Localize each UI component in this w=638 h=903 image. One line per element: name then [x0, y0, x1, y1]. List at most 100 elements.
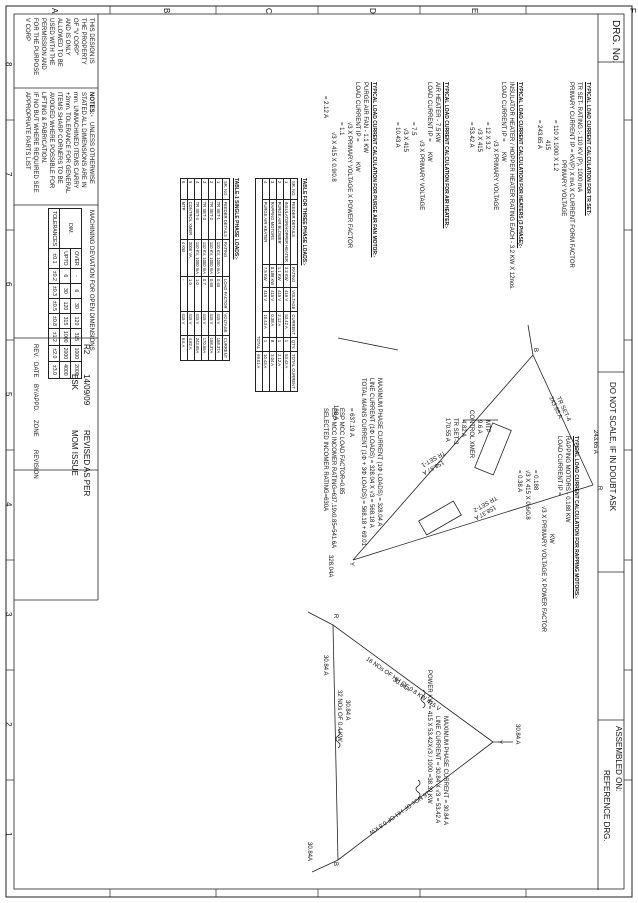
rapping-calc-line3b: √3 X 415 X 0.6/0.8: [524, 470, 530, 520]
heater-calc-line2a: KW: [500, 152, 506, 162]
table-cell: 3: [201, 178, 209, 200]
table-cell: 4 KW: [180, 239, 188, 277]
hd-r-label: R: [332, 614, 338, 619]
table-header: RATING: [222, 239, 230, 277]
table-cell: 10.43 A: [262, 351, 270, 392]
revision-by: ESK: [70, 374, 79, 391]
table-cell: 8: [269, 337, 277, 352]
table-cell: 110 KV, 1000 mA: [194, 239, 202, 277]
notes-l3: mm. UNMACHINED ITEMS CARRY: [72, 92, 78, 189]
table-cell: PURGE AIR HEATER: [262, 199, 270, 265]
table-cell: 53.42 A: [283, 311, 291, 338]
control-xmer-label: CONTROL XMER: [468, 410, 474, 459]
tr3-label: TR SET-3: [452, 418, 458, 445]
table-cell: OVER: [70, 248, 82, 269]
rapping-calc-line3: = 0.188: [532, 470, 538, 491]
zone-number-3: 3: [4, 612, 13, 617]
property-l7: PERMISSION AND: [40, 18, 46, 70]
table-row: DIM. OVER - 6 30 120 315 1000 2000: [59, 208, 82, 379]
tr-calc-line2b: PRIMARY VOLTAGE: [560, 160, 566, 217]
revision-header-revision: REVISION: [32, 450, 38, 479]
air-calc-line2: LOAD CURRENT IP =: [426, 82, 432, 142]
purge-calc-line1: PURGE AIR FAN - 1.1 KW: [362, 82, 368, 154]
summary-line5: ESP MCC LOAD FACTOR=0.85: [338, 408, 344, 495]
table-cell: 6: [70, 283, 82, 299]
table-cell: 1: [283, 337, 291, 352]
table-header: CURRENT: [290, 311, 298, 338]
air-calc-line2a: KW: [426, 152, 432, 162]
tr-calc-line3b: 415: [544, 140, 550, 151]
table-cell: 110 KV, 1000 mA: [215, 239, 223, 277]
air-calc-line3b: √3 X 415: [402, 128, 408, 152]
single-phase-table-title: TABLE-1 SINGLE PHASE LOADS:-: [233, 178, 239, 260]
table-header: SR. NO.: [222, 178, 230, 200]
air-calc-line3: = 7.5: [410, 122, 416, 136]
zone-letter-c: C: [264, 8, 273, 14]
revision-header-by: BY/APPD.: [32, 384, 38, 412]
table-cell: TR SET-2: [208, 199, 216, 240]
property-l5: ALLOWED TO BE: [56, 18, 62, 67]
table-cell: PURGE AIR BLOWER: [276, 199, 284, 265]
purge-calc-heading: TYPICAL LOAD CURRENT CALCULATION FOR PUR…: [371, 82, 377, 258]
revision-header-rev: REV.: [32, 344, 38, 358]
hd-top-right: 30.84A: [306, 842, 312, 862]
table-cell: 6: [59, 268, 71, 284]
table-total-row: TOTAL 69.01 A: [255, 178, 263, 392]
table-cell: ±1.2: [48, 328, 60, 346]
table-cell: ±0.8: [48, 313, 60, 329]
rapping-calc-heading: TYPICAL LOAD CURRENT CALCULATION FOR RAP…: [573, 436, 579, 599]
zone-number-2: 2: [4, 722, 13, 727]
sp-right-current: 328.04A: [327, 555, 333, 578]
table-cell: 1: [283, 178, 291, 200]
table-cell: TOLERANCES: [48, 208, 60, 249]
table-cell: 7.5 KW: [262, 264, 270, 288]
table-cell: 120: [70, 313, 82, 329]
hd-top-left: 30.84 A: [322, 655, 328, 676]
table-cell: ±2.0: [48, 345, 60, 362]
summary-line4: = 637.19 A: [348, 408, 354, 437]
table-header: FEEDER DETAILS: [222, 199, 230, 240]
revision-date: 14/09/09: [82, 374, 91, 406]
rapping-calc-line2b: √3 X PRIMARY VOLTAGE X POWER FACTOR: [540, 506, 546, 633]
table-cell: 2.12 A: [276, 351, 284, 392]
reference-drg-label: REFERENCE DRG.: [602, 770, 611, 842]
table-cell: 1.1 KW: [276, 264, 284, 288]
three-phase-table-title: TABLE FOR THREE PHASE LOADS:-: [301, 178, 307, 266]
table-cell: 415 V: [283, 287, 291, 312]
air-calc-line1: AIR HEATER - 7.5 KW: [434, 82, 440, 143]
table-header: SR. NO.: [290, 178, 298, 200]
zone-number-5: 5: [4, 392, 13, 397]
table-cell: 415 V: [215, 311, 223, 336]
table-cell: 2: [276, 178, 284, 200]
sp-top-current: 243.65 A: [592, 430, 598, 454]
table-cell: 2: [208, 178, 216, 200]
table-header-row: SR. NO. FEEDER DETAILS RATING LOAD FACTO…: [222, 178, 230, 361]
table-cell: 1.0: [194, 276, 202, 312]
notes-l2: STATED ALL DIMENSIONS ARE IN: [80, 92, 86, 188]
table-header: RATING: [290, 264, 298, 288]
table-cell: ±0.1: [48, 248, 60, 269]
table-cell: 5: [187, 178, 195, 200]
sp-b-label: B: [532, 348, 538, 353]
purge-calc-line4: = 2.12 A: [322, 96, 328, 119]
air-calc-line2b: √3 X PRIMARY VOLTAGE: [418, 140, 424, 211]
table-header: CURRENT: [222, 335, 230, 361]
table-cell: 0.65: [215, 276, 223, 312]
notes-l1: UNLESS OTHERWISE: [88, 122, 94, 184]
heater-calc-line4: = 53.42 A: [468, 122, 474, 148]
heater-calc-line3: = 12 X 3.2: [484, 122, 490, 150]
revision-desc2: MOM ISSUE: [70, 430, 79, 476]
notes-l9: APPROPRIATE PARTS LIST: [24, 92, 30, 170]
notes-l8: IF NO BUT WHERE REQUIRED SEE: [32, 92, 38, 193]
property-l8: FOR THE PURPOSE: [32, 18, 38, 76]
table-cell: ±0.3: [48, 283, 60, 299]
hd-power-line3: POWER KW = 415 X 53.42X√3 / 1000 =38.39 …: [426, 670, 432, 804]
zone-number-7: 7: [4, 172, 13, 177]
table-cell: 3: [269, 178, 277, 200]
table-cell: 315: [70, 328, 82, 346]
table-cell: ±0.2: [48, 268, 60, 284]
table-cell: 0.7: [201, 276, 209, 312]
